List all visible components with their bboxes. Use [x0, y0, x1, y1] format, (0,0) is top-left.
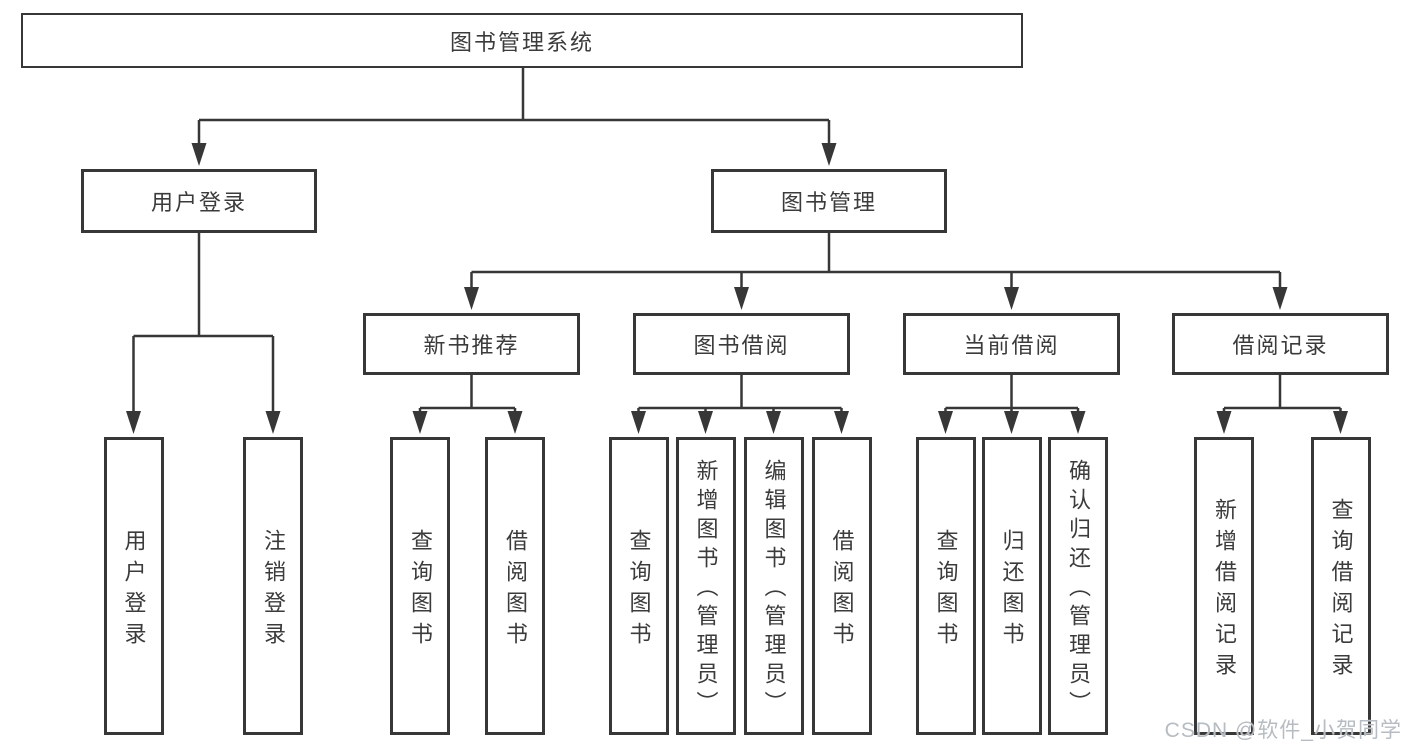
- node-label: 用户登录: [121, 528, 147, 653]
- arrow-down-icon: [1070, 411, 1086, 434]
- node-label: 查询图书: [626, 528, 652, 653]
- node-new-book-recommend: 新书推荐: [363, 313, 580, 375]
- node-borrow-books-recommend: 借阅图书: [485, 437, 545, 735]
- arrow-down-icon: [464, 287, 479, 310]
- arrow-down-icon: [698, 411, 713, 434]
- node-label: 查询图书: [408, 528, 433, 653]
- node-label: 新增借阅记录: [1212, 497, 1237, 684]
- node-current-borrow: 当前借阅: [903, 313, 1120, 375]
- arrow-down-icon: [834, 411, 849, 434]
- node-label: 查询图书: [933, 528, 959, 653]
- arrow-down-icon: [1004, 287, 1019, 310]
- node-book-borrow: 图书借阅: [633, 313, 850, 375]
- node-query-books-borrow: 查询图书: [608, 437, 669, 735]
- arrow-down-icon: [191, 143, 207, 166]
- arrow-down-icon: [821, 143, 837, 166]
- node-label: 注销登录: [261, 528, 286, 653]
- node-return-book: 归还图书: [981, 437, 1042, 735]
- node-label: 借阅图书: [829, 528, 855, 653]
- arrow-down-icon: [1272, 287, 1288, 310]
- node-edit-book-admin: 编辑图书（管理员）: [743, 437, 804, 735]
- arrow-down-icon: [1004, 411, 1019, 434]
- node-user-login: 用户登录: [103, 437, 164, 735]
- node-book-management: 图书管理: [711, 169, 947, 233]
- node-label: 借阅图书: [503, 528, 528, 653]
- arrow-down-icon: [631, 411, 646, 434]
- node-label: 新增图书（管理员）: [693, 459, 719, 720]
- node-query-borrow-record: 查询借阅记录: [1310, 437, 1371, 735]
- arrow-down-icon: [1216, 411, 1232, 434]
- node-label: 编辑图书（管理员）: [761, 459, 787, 720]
- node-borrow-records: 借阅记录: [1172, 313, 1389, 375]
- node-root: 图书管理系统: [21, 13, 1023, 68]
- node-label: 查询借阅记录: [1328, 497, 1354, 684]
- arrow-down-icon: [938, 411, 953, 434]
- node-add-borrow-record: 新增借阅记录: [1194, 437, 1254, 735]
- node-logout: 注销登录: [243, 437, 303, 735]
- node-query-books-recommend: 查询图书: [390, 437, 450, 735]
- watermark: CSDN @软件_小贺同学: [1164, 719, 1402, 742]
- arrow-down-icon: [1333, 411, 1348, 434]
- arrow-down-icon: [126, 411, 141, 434]
- arrow-down-icon: [766, 411, 781, 434]
- node-label: 归还图书: [999, 528, 1025, 653]
- node-query-books-current: 查询图书: [915, 437, 976, 735]
- arrow-down-icon: [265, 411, 281, 434]
- node-confirm-return-admin: 确认归还（管理员）: [1048, 437, 1108, 735]
- node-user-login-branch: 用户登录: [81, 169, 317, 233]
- arrow-down-icon: [734, 287, 749, 310]
- node-borrow-books: 借阅图书: [811, 437, 872, 735]
- node-label: 确认归还（管理员）: [1066, 459, 1091, 720]
- node-add-book-admin: 新增图书（管理员）: [675, 437, 736, 735]
- arrow-down-icon: [507, 411, 523, 434]
- arrow-down-icon: [412, 411, 428, 434]
